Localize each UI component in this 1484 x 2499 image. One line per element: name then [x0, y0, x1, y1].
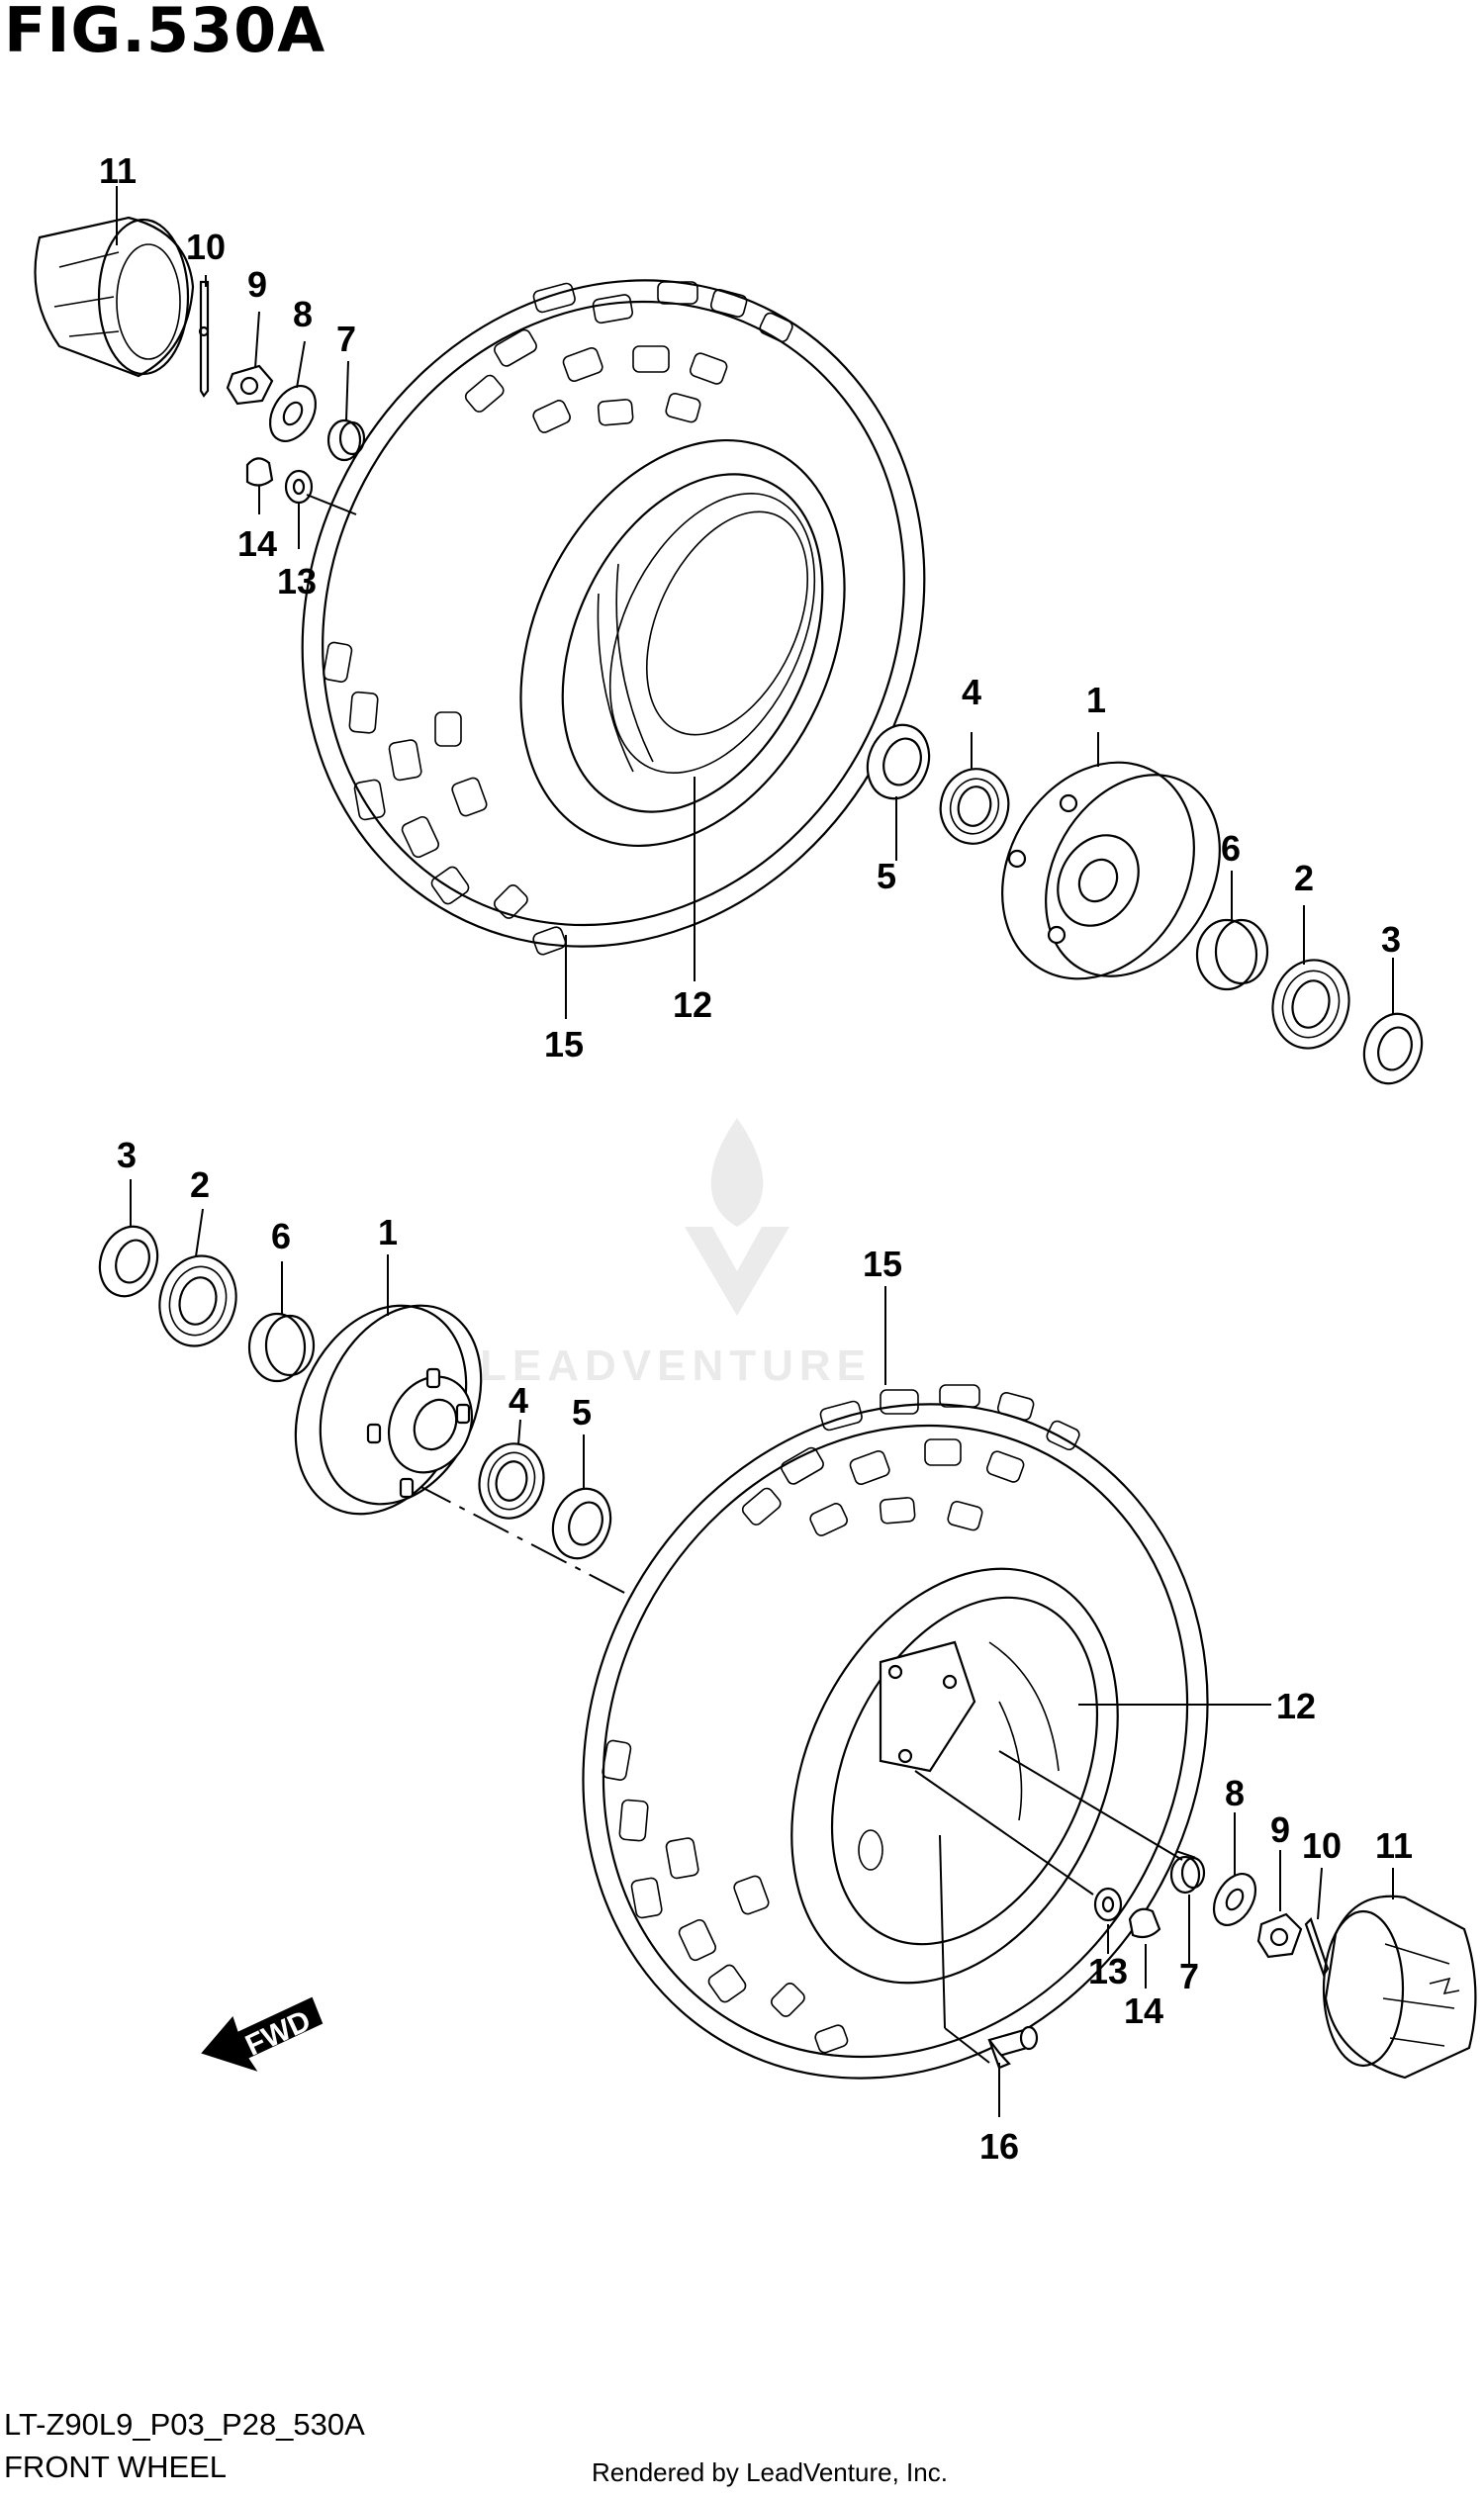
callout-lower-11: 11 — [1375, 1825, 1413, 1866]
upper-hub-1 — [1001, 761, 1221, 980]
upper-oil-seal-3 — [1362, 1012, 1424, 1085]
callout-lower-3: 3 — [117, 1135, 137, 1175]
callout-lower-16: 16 — [979, 2126, 1019, 2167]
callout-upper-9: 9 — [247, 264, 267, 305]
callout-lower-6: 6 — [271, 1216, 291, 1256]
upper-bearing-2 — [1271, 959, 1350, 1050]
lower-nut-14 — [1128, 1907, 1161, 1939]
lower-hub-cap-11 — [1322, 1895, 1477, 2080]
lower-bearing-2 — [158, 1254, 237, 1347]
upper-oil-seal-5 — [866, 723, 931, 800]
callout-upper-12: 12 — [673, 984, 712, 1025]
callout-lower-7: 7 — [1179, 1956, 1199, 1996]
callout-upper-2: 2 — [1294, 858, 1314, 898]
lower-washer-13 — [1093, 1887, 1123, 1922]
upper-spacer-6 — [1195, 918, 1269, 991]
lower-valve-16 — [987, 2025, 1039, 2070]
upper-washer-13 — [284, 469, 314, 505]
upper-washer-8 — [268, 385, 318, 442]
callout-upper-4: 4 — [962, 672, 981, 712]
lower-spacer-6 — [247, 1312, 316, 1383]
callout-lower-8: 8 — [1225, 1773, 1245, 1813]
upper-bearing-4 — [939, 768, 1010, 845]
callout-lower-10: 10 — [1302, 1825, 1342, 1866]
lower-castle-nut-9 — [1256, 1912, 1303, 1959]
callout-lower-9: 9 — [1270, 1809, 1290, 1850]
callout-upper-3: 3 — [1381, 919, 1401, 960]
lower-hub-1 — [294, 1304, 483, 1516]
upper-tire-15 — [301, 279, 926, 956]
credit-label: Rendered by LeadVenture, Inc. — [592, 2457, 948, 2487]
callout-upper-5: 5 — [877, 856, 896, 896]
callout-upper-6: 6 — [1221, 828, 1241, 869]
upper-castle-nut-9 — [226, 364, 274, 406]
callout-lower-4: 4 — [509, 1380, 528, 1421]
callout-lower-5: 5 — [572, 1392, 592, 1433]
lower-tire-15 — [582, 1384, 1209, 2080]
callout-upper-1: 1 — [1086, 680, 1106, 720]
callout-lower-13: 13 — [1088, 1951, 1128, 1991]
leadventure-watermark: LEADVENTURE — [480, 1118, 872, 1390]
upper-leader-lines — [116, 186, 1394, 1019]
lower-spacer-7 — [1169, 1855, 1206, 1895]
callout-upper-13: 13 — [277, 561, 317, 602]
callout-lower-1: 1 — [378, 1212, 398, 1252]
lower-bearing-4 — [478, 1442, 545, 1520]
figure-title: FIG.530A — [4, 0, 326, 66]
lower-leader-lines — [130, 1179, 1394, 2117]
fwd-arrow-icon: FWD — [201, 1996, 324, 2072]
upper-nut-14 — [245, 457, 274, 487]
callout-upper-11: 11 — [99, 150, 137, 191]
callout-upper-7: 7 — [336, 319, 356, 359]
callout-lower-15: 15 — [863, 1244, 902, 1284]
callout-lower-12: 12 — [1276, 1686, 1316, 1726]
callout-upper-8: 8 — [293, 294, 313, 334]
watermark-text: LEADVENTURE — [480, 1342, 872, 1390]
callout-upper-14: 14 — [237, 523, 277, 564]
model-code-label: LT-Z90L9_P03_P28_530A — [4, 2407, 365, 2442]
upper-cotter-pin-10 — [198, 280, 210, 398]
callout-upper-10: 10 — [186, 227, 226, 267]
callout-lower-14: 14 — [1124, 1990, 1163, 2031]
upper-spacer-7 — [326, 418, 366, 462]
axle-centerline — [415, 1483, 654, 1609]
lower-washer-8 — [1212, 1873, 1257, 1926]
section-name-label: FRONT WHEEL — [4, 2450, 228, 2484]
lower-oil-seal-5 — [551, 1487, 612, 1560]
upper-hub-cap-11 — [34, 216, 195, 378]
lower-oil-seal-3 — [98, 1225, 159, 1298]
callout-lower-2: 2 — [190, 1164, 210, 1205]
callout-upper-15: 15 — [544, 1024, 584, 1064]
